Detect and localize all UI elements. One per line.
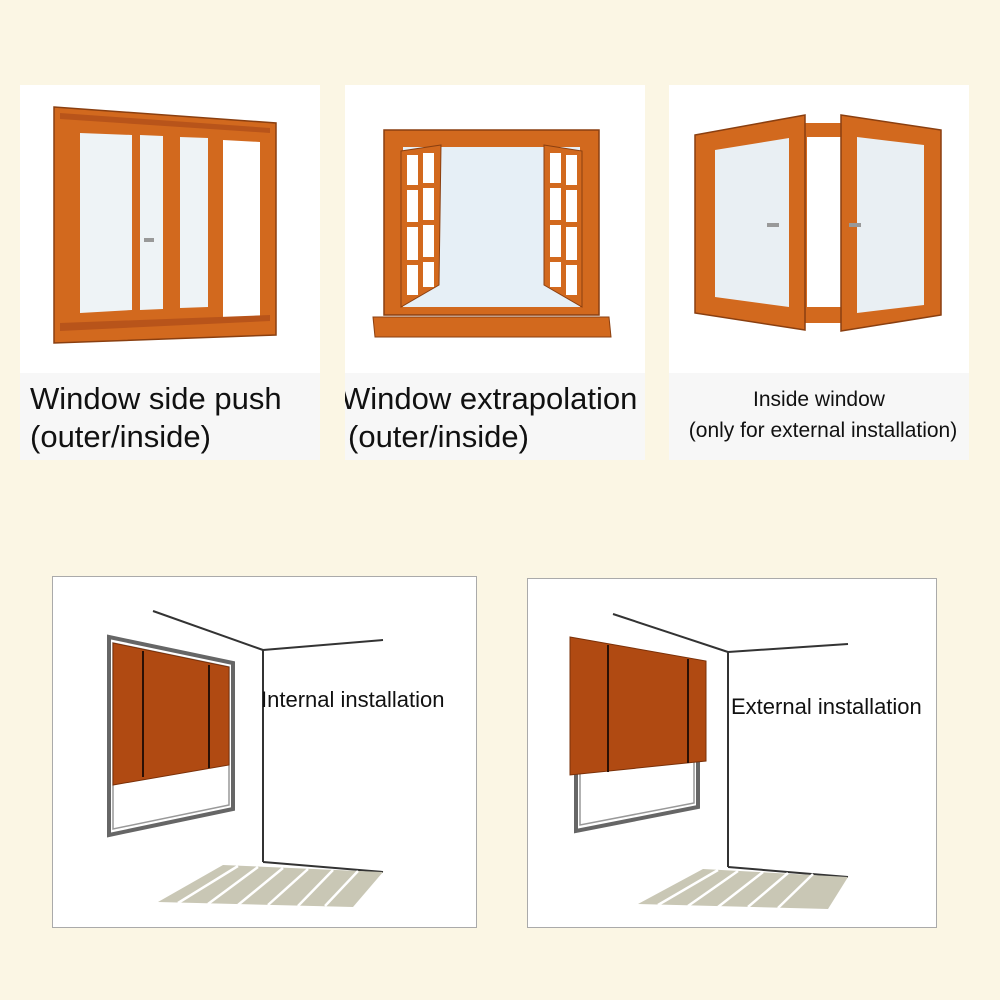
panel-external-installation: External installation: [527, 578, 937, 928]
caption-inside-window: Inside window (only for external install…: [669, 373, 969, 460]
panel-inside-window: Inside window (only for external install…: [669, 85, 969, 460]
caption-line-2: (outer/inside): [348, 419, 529, 454]
caption-line-1: Window extrapolation: [345, 381, 638, 416]
sliding-window-illustration: [53, 106, 277, 344]
panel-sliding-window: Window side push (outer/inside): [20, 85, 320, 460]
inside-window-illustration: [694, 114, 942, 332]
caption-sliding-window: Window side push (outer/inside): [20, 373, 320, 460]
room-internal-illustration: [107, 610, 384, 907]
caption-line-2: (only for external installation): [688, 419, 958, 442]
panel-internal-installation: Internal installation: [52, 576, 477, 928]
casement-window-illustration: [372, 129, 612, 338]
caption-casement-window: Window extrapolation (outer/inside): [345, 373, 645, 460]
panel-casement-window: Window extrapolation (outer/inside): [345, 85, 645, 460]
caption-line-1: Window side push: [30, 381, 282, 416]
room-external-illustration: [569, 613, 849, 909]
internal-installation-label: Internal installation: [261, 687, 445, 712]
external-installation-label: External installation: [731, 694, 922, 719]
caption-line-2: (outer/inside): [30, 419, 211, 454]
caption-line-1: Inside window: [753, 388, 885, 411]
